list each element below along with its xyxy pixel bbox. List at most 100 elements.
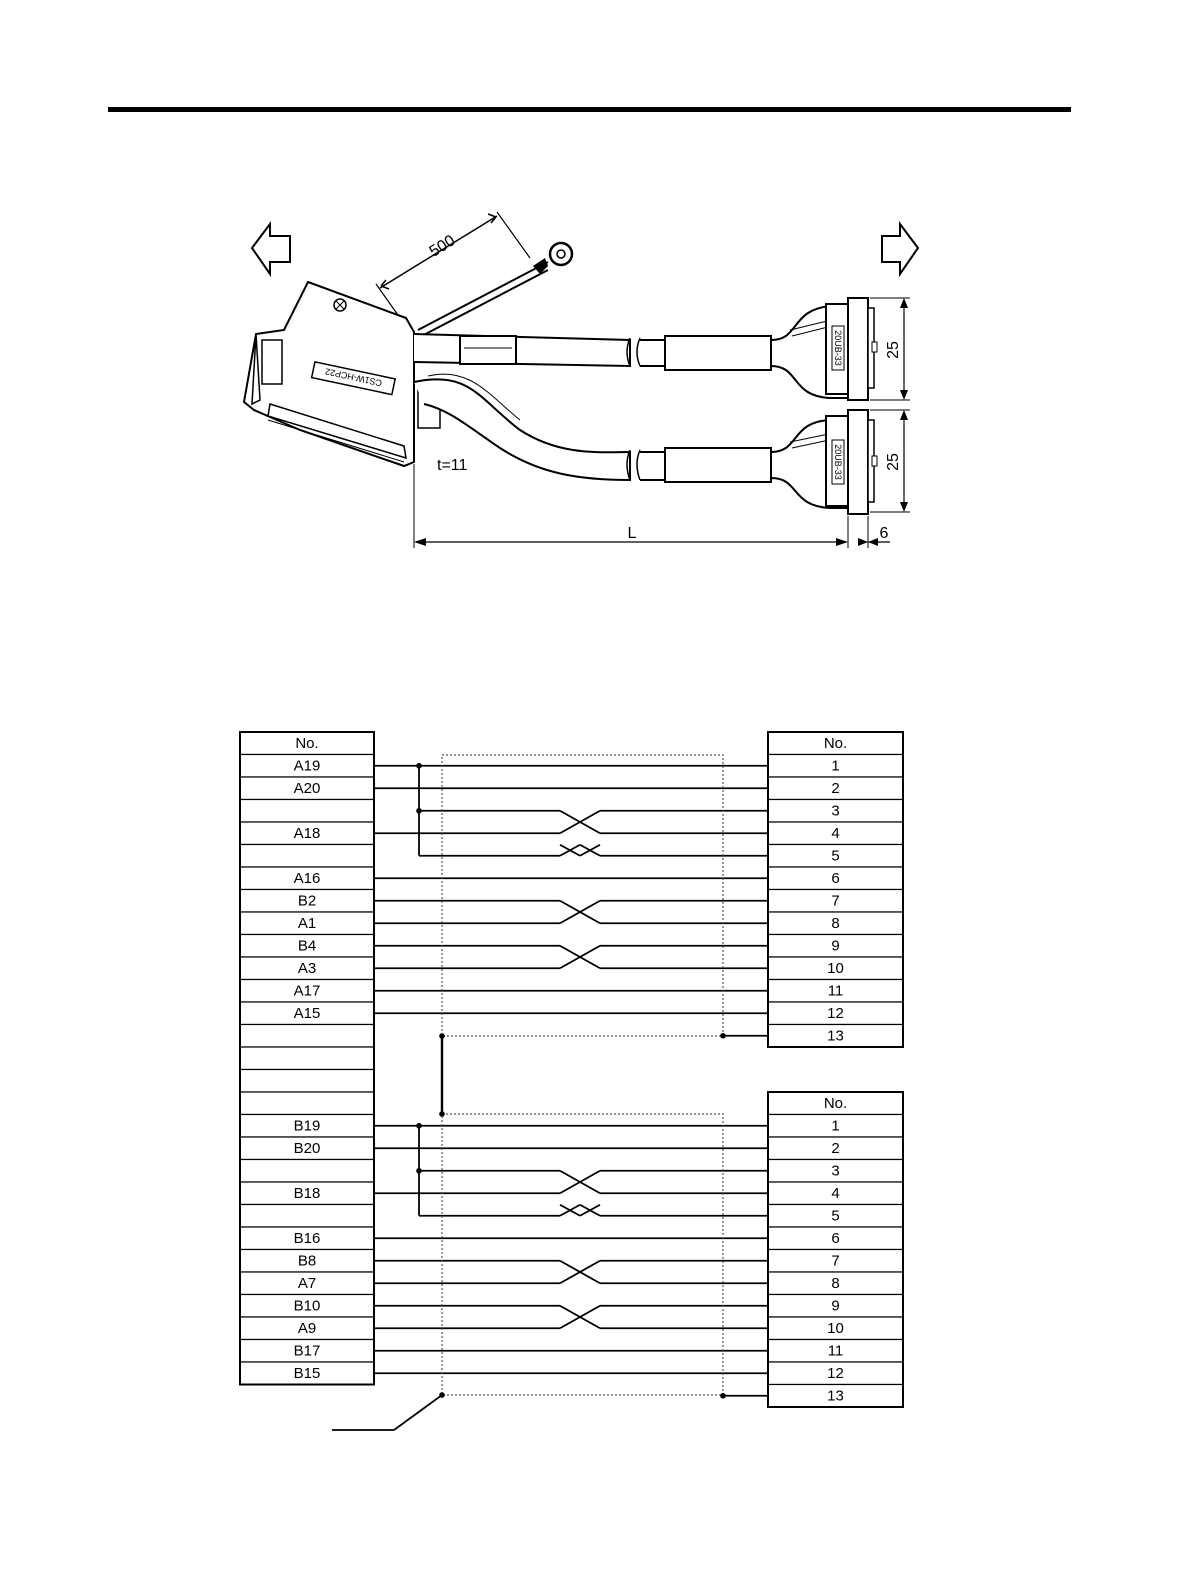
wire <box>560 901 600 924</box>
right-table-2-row-cell <box>768 1295 903 1318</box>
left-table-row-label: A7 <box>298 1275 316 1292</box>
right-table-1-header-cell <box>768 732 903 755</box>
junction-dot <box>416 808 422 814</box>
right-table-1-row-cell <box>768 1025 903 1048</box>
left-table-row-cell <box>240 1002 374 1025</box>
wires <box>332 755 768 1430</box>
wire <box>560 811 600 834</box>
left-table-row-label: B16 <box>294 1230 321 1247</box>
left-table-row-label: B15 <box>294 1365 321 1382</box>
left-table-row-cell <box>240 1115 374 1138</box>
right-table-2-row-label: 6 <box>831 1230 839 1247</box>
left-table-row-cell <box>240 1137 374 1160</box>
wire <box>560 1261 600 1284</box>
right-table-2-row-label: 8 <box>831 1275 839 1292</box>
left-table-row-cell <box>240 890 374 913</box>
right-table-2-row-label: 3 <box>831 1163 839 1180</box>
left-table-row-cell <box>240 800 374 823</box>
right-table-1-row-label: 2 <box>831 780 839 797</box>
right-table-2-header-cell <box>768 1092 903 1115</box>
junction-dot <box>416 1168 422 1174</box>
left-table-row-cell <box>240 1205 374 1228</box>
left-table-row-label: B8 <box>298 1253 316 1270</box>
right-table-1-row-cell <box>768 777 903 800</box>
left-table-row-cell <box>240 755 374 778</box>
right-table-1-row-label: 8 <box>831 915 839 932</box>
right-table-1-row-label: 3 <box>831 803 839 820</box>
shield-box-2 <box>442 1114 723 1395</box>
left-table-row-cell <box>240 822 374 845</box>
right-table-2-row-label: 2 <box>831 1140 839 1157</box>
left-connector-table: No.A19A20A18A16B2A1B4A3A17A15B19B20B18B1… <box>240 732 374 1385</box>
right-table-1-row-label: 13 <box>827 1028 844 1045</box>
right-table-2-row-cell <box>768 1160 903 1183</box>
right-table-1-row-cell <box>768 755 903 778</box>
right-table-2-row-cell <box>768 1385 903 1408</box>
left-table-row-cell <box>240 777 374 800</box>
right-table-1-row-label: 5 <box>831 848 839 865</box>
left-table-row-label: A17 <box>294 983 321 1000</box>
wire <box>560 1306 600 1329</box>
wire <box>560 845 580 856</box>
right-table-2-row-label: 13 <box>827 1388 844 1405</box>
wire <box>560 1306 600 1329</box>
right-table-2-row-label: 5 <box>831 1208 839 1225</box>
right-table-2-row-label: 1 <box>831 1118 839 1135</box>
right-table-2-row-label: 4 <box>831 1185 839 1202</box>
left-table-row-label: B10 <box>294 1298 321 1315</box>
wire <box>560 1205 580 1216</box>
wire <box>560 1171 600 1194</box>
right-table-2-row-cell <box>768 1340 903 1363</box>
dim-thickness-label: t=11 <box>437 457 468 474</box>
wire <box>560 1261 600 1284</box>
right-table-2-row-cell <box>768 1317 903 1340</box>
wire <box>560 946 600 969</box>
plug-label-1: 20UB-33 <box>833 330 843 366</box>
dim-height-1-label: 25 <box>885 341 902 359</box>
right-table-2-row-cell <box>768 1205 903 1228</box>
right-table-1-row-cell <box>768 957 903 980</box>
left-table-row-cell <box>240 1070 374 1093</box>
wire <box>560 901 600 924</box>
left-table-row-label: A20 <box>294 780 321 797</box>
junction-dot <box>439 1033 445 1039</box>
wire <box>580 845 600 856</box>
right-table-2-row-cell <box>768 1362 903 1385</box>
right-table-2-row-cell <box>768 1272 903 1295</box>
right-table-1-row-cell <box>768 980 903 1003</box>
right-table-2-row-label: 12 <box>827 1365 844 1382</box>
right-table-1-row-cell <box>768 1002 903 1025</box>
wire <box>560 946 600 969</box>
right-table-2-header: No. <box>824 1095 847 1112</box>
right-table-2-row-label: 9 <box>831 1298 839 1315</box>
wire <box>580 845 600 856</box>
junction-dot <box>720 1033 726 1039</box>
plug-label-2: 20UB-33 <box>833 444 843 480</box>
right-table-1-row-cell <box>768 890 903 913</box>
left-table-row-label: B4 <box>298 938 316 955</box>
left-table-row-label: A19 <box>294 758 321 775</box>
wire <box>560 1205 580 1216</box>
right-table-2-row-cell <box>768 1227 903 1250</box>
right-table-1-row-label: 11 <box>828 983 844 1000</box>
left-table-row-label: B2 <box>298 893 316 910</box>
left-table-row-cell <box>240 957 374 980</box>
left-table-row-cell <box>240 1182 374 1205</box>
right-table-2-row-cell <box>768 1137 903 1160</box>
dim-height-2-label: 25 <box>885 453 902 471</box>
right-table-1-row-cell <box>768 800 903 823</box>
left-table-row-cell <box>240 1295 374 1318</box>
left-table-row-label: B17 <box>294 1343 321 1360</box>
right-table-1-row-label: 1 <box>831 758 839 775</box>
wire <box>394 1395 442 1430</box>
left-table-row-label: B18 <box>294 1185 321 1202</box>
right-table-1-row-cell <box>768 822 903 845</box>
left-table-row-cell <box>240 980 374 1003</box>
junction-dot <box>416 763 422 769</box>
right-table-2-row-cell <box>768 1115 903 1138</box>
right-table-1-row-label: 10 <box>827 960 844 977</box>
junction-dot <box>439 1111 445 1117</box>
shield-box-1 <box>442 755 723 1036</box>
right-table-1-row-label: 12 <box>827 1005 844 1022</box>
